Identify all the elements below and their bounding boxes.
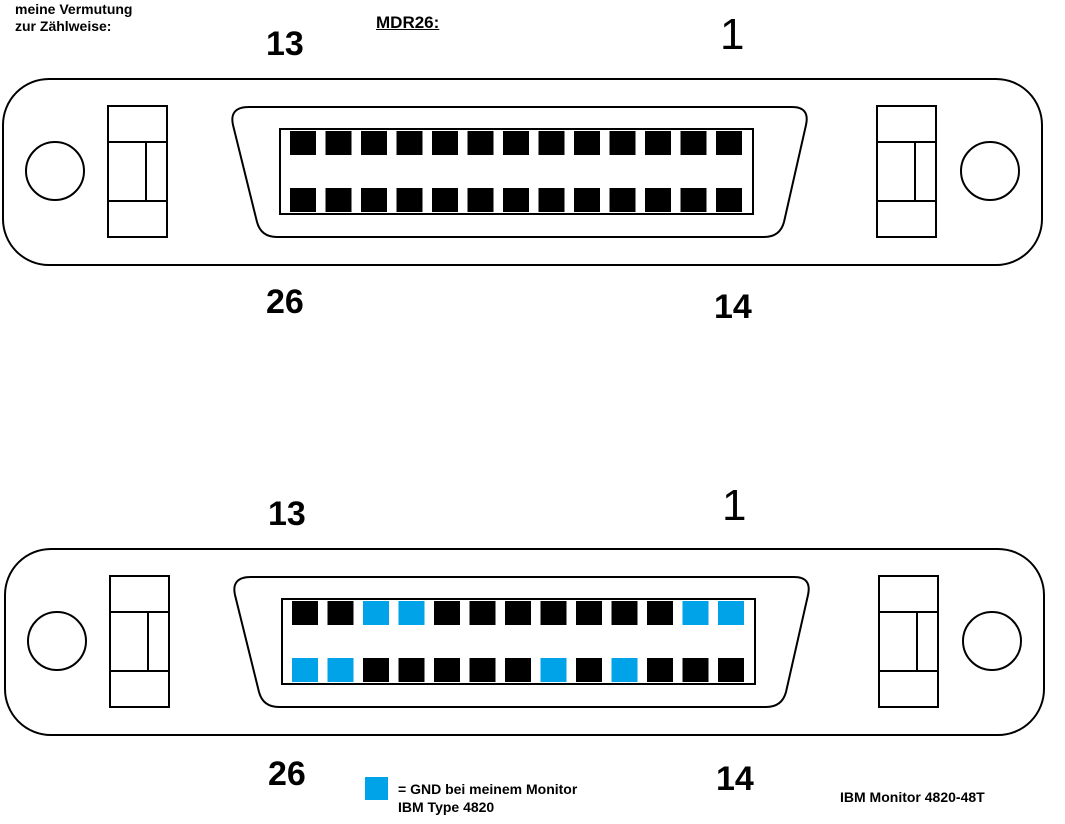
mounting-hole-left (27, 611, 87, 671)
pin (398, 658, 425, 682)
pin (574, 131, 600, 155)
latch-frame (109, 575, 170, 708)
latch-frame (876, 105, 937, 238)
legend-text-line-2: IBM Type 4820 (398, 799, 495, 815)
pin-gnd (682, 601, 709, 625)
c2-label-13: 13 (268, 495, 306, 533)
pin (434, 658, 460, 682)
pin (396, 131, 423, 155)
pin (505, 658, 531, 682)
pin (576, 658, 602, 682)
legend-swatch (365, 777, 388, 800)
pin (505, 601, 531, 625)
mounting-hole-right (962, 611, 1022, 671)
pin (538, 188, 565, 212)
mounting-hole-left (25, 141, 85, 201)
pin (609, 188, 636, 212)
pin (325, 131, 352, 155)
pin-gnd (398, 601, 425, 625)
connector-2 (4, 548, 1045, 736)
connector-housing (4, 548, 1045, 736)
pin (647, 601, 673, 625)
pin (538, 131, 565, 155)
pin (647, 658, 673, 682)
pin (680, 188, 707, 212)
pin (434, 601, 460, 625)
note-line-2: zur Zählweise: (15, 18, 112, 34)
diagram-title: MDR26: (376, 13, 440, 32)
c1-label-1: 1 (720, 10, 745, 59)
latch-frame (107, 105, 168, 238)
pin (467, 131, 494, 155)
pin (716, 188, 742, 212)
pin (363, 658, 389, 682)
c1-label-14: 14 (714, 288, 752, 326)
pin (292, 601, 318, 625)
pin (503, 131, 529, 155)
legend-text-line-1: = GND bei meinem Monitor (398, 781, 578, 797)
c2-label-1: 1 (722, 481, 747, 530)
pin (361, 188, 387, 212)
pin (361, 131, 387, 155)
pin (396, 188, 423, 212)
pin-gnd (611, 658, 638, 682)
pin (576, 601, 602, 625)
pin (469, 658, 496, 682)
pin-gnd (718, 601, 744, 625)
pin-gnd (292, 658, 318, 682)
connector-housing (2, 78, 1043, 266)
pin (680, 131, 707, 155)
pin (325, 188, 352, 212)
pin (645, 188, 671, 212)
pin (540, 601, 567, 625)
c2-label-26: 26 (268, 755, 306, 793)
pin (432, 188, 458, 212)
latch-left (107, 105, 168, 238)
c2-label-14: 14 (716, 760, 754, 798)
latch-frame (878, 575, 939, 708)
c1-label-26: 26 (266, 283, 304, 321)
c1-label-13: 13 (266, 25, 304, 63)
pin (469, 601, 496, 625)
latch-right (878, 575, 939, 708)
connector-shell (231, 106, 808, 238)
pin (432, 131, 458, 155)
pin-frame (279, 128, 754, 215)
pin (645, 131, 671, 155)
monitor-caption: IBM Monitor 4820-48T (840, 789, 985, 805)
connector-shell (233, 576, 810, 708)
mounting-hole-right (960, 141, 1020, 201)
pin-gnd (327, 658, 354, 682)
pin (718, 658, 744, 682)
pin (574, 188, 600, 212)
pin-gnd (540, 658, 567, 682)
latch-left (109, 575, 170, 708)
pin-frame (281, 598, 756, 685)
pin (609, 131, 636, 155)
pin (682, 658, 709, 682)
pin (290, 131, 316, 155)
pin (611, 601, 638, 625)
pin (716, 131, 742, 155)
note-line-1: meine Vermutung (15, 1, 133, 17)
connector-1 (2, 78, 1043, 266)
pin (467, 188, 494, 212)
latch-right (876, 105, 937, 238)
pin (290, 188, 316, 212)
pin (327, 601, 354, 625)
pin (503, 188, 529, 212)
pin-gnd (363, 601, 389, 625)
